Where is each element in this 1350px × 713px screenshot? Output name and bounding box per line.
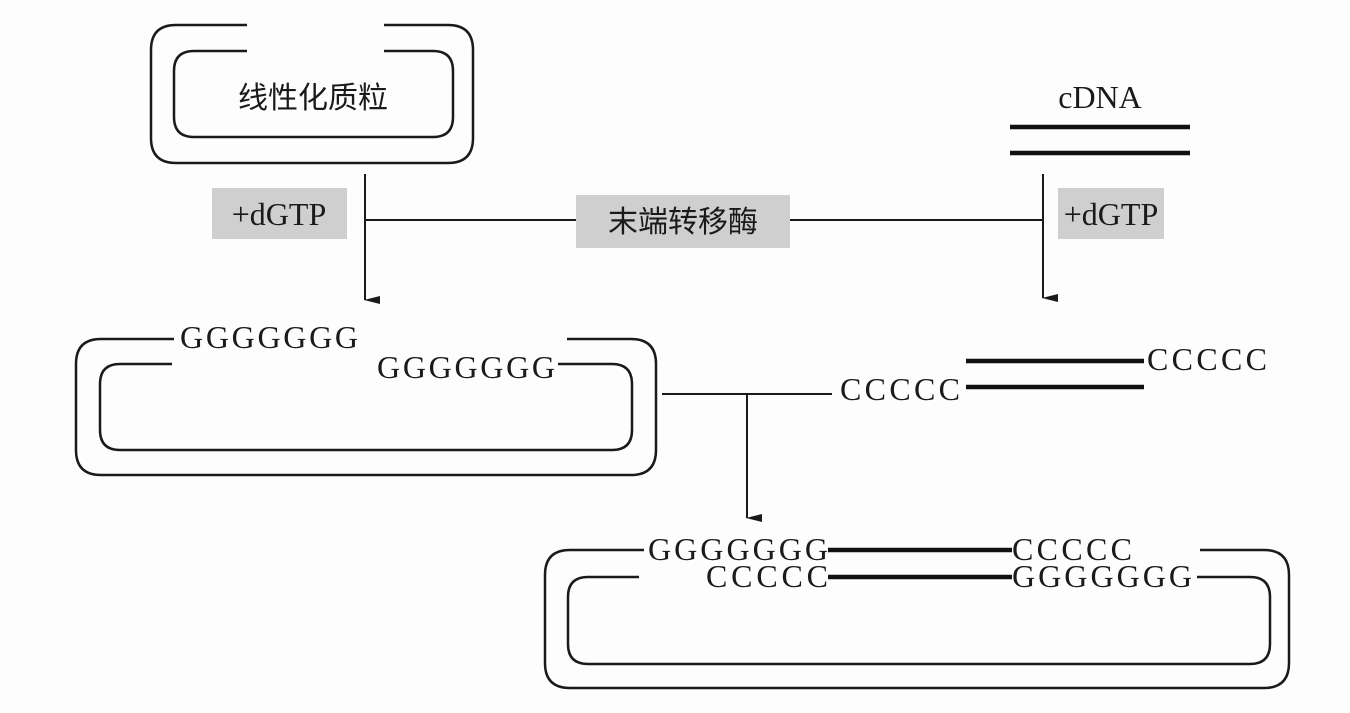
- linear-plasmid: 线性化质粒: [149, 23, 475, 165]
- recombinant-g-tail-bottom: GGGGGGG: [1012, 558, 1192, 594]
- recombinant-c-tail-bottom: CCCCC: [706, 558, 828, 594]
- tailed-plasmid-inner-strand: [98, 362, 634, 452]
- plasmid-g-tail-top: GGGGGGG: [180, 319, 358, 355]
- tailed-plasmid-outer-strand: [74, 337, 658, 477]
- dgtp-left-label: +dGTP: [232, 196, 327, 232]
- dgtp-right-box: [1058, 188, 1164, 239]
- recombinant-inner-strand: [566, 575, 1272, 666]
- recombinant-c-tail-top: CCCCC: [1012, 531, 1132, 567]
- enzyme-label: 末端转移酶: [608, 205, 758, 240]
- cdna-label: cDNA: [1058, 79, 1142, 115]
- cdna-c-tail-left: CCCCC: [840, 371, 960, 407]
- cdna: cDNA: [1010, 79, 1190, 156]
- enzyme-box: [576, 195, 790, 248]
- plasmid-inner-strand: [172, 49, 455, 139]
- recombinant-outer-strand: [543, 548, 1291, 690]
- recombinant-g-tail-top: GGGGGGG: [648, 531, 828, 567]
- recombinant-plasmid: GGGGGGG CCCCC CCCCC GGGGGGG: [543, 531, 1291, 690]
- plasmid-g-tail-bottom: GGGGGGG: [377, 349, 555, 385]
- tailed-cdna: CCCCC CCCCC: [840, 341, 1267, 407]
- dgtp-right-label: +dGTP: [1064, 196, 1159, 232]
- dgtp-left-box: [212, 188, 347, 239]
- tailed-plasmid: GGGGGGG GGGGGGG: [74, 319, 658, 477]
- linear-plasmid-label: 线性化质粒: [238, 81, 388, 116]
- plasmid-outer-strand: [149, 23, 475, 165]
- cdna-c-tail-right: CCCCC: [1147, 341, 1267, 377]
